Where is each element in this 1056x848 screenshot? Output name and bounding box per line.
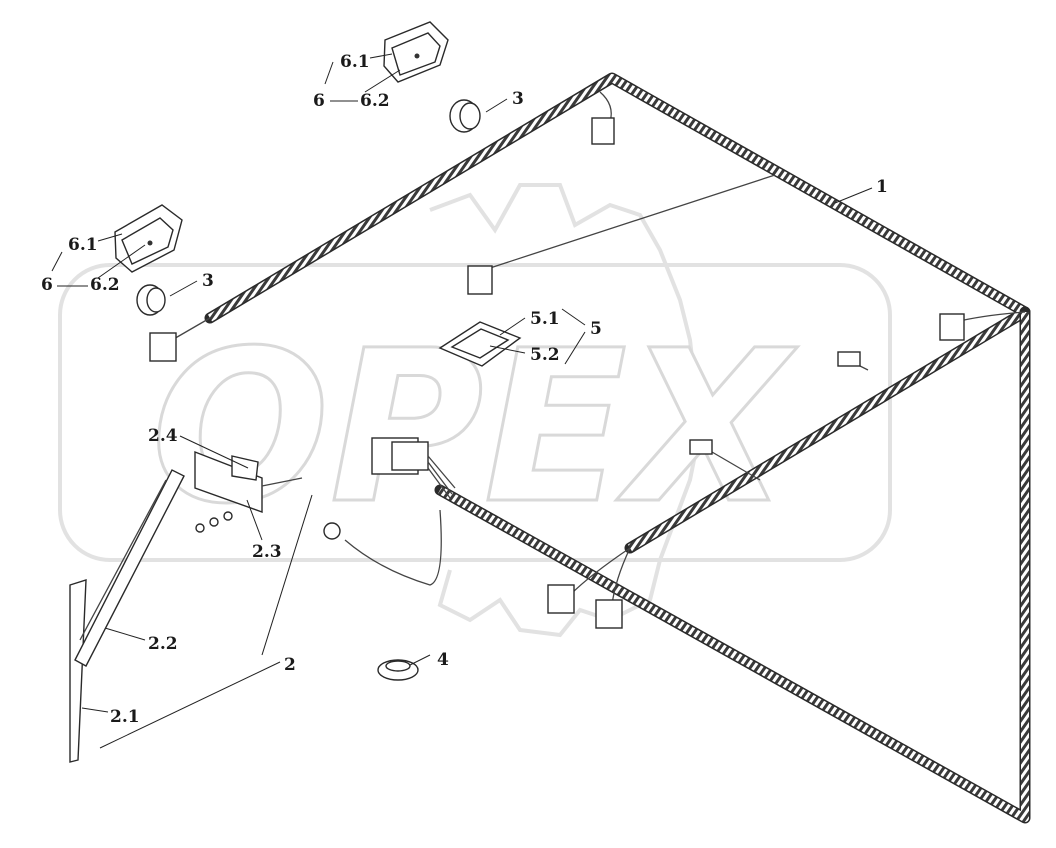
callout-6-top: 6 [313,91,325,111]
callout-6-2-top: 6.2 [360,91,390,111]
switch-5 [438,321,522,367]
callout-6-left: 6 [41,275,53,295]
callout-5-1: 5.1 [530,309,560,329]
connector-left [149,332,177,362]
watermark: OPEX [58,183,892,638]
grommet-3-top [449,99,481,133]
watermark-frame [58,263,892,562]
callout-6-2-left: 6.2 [90,275,120,295]
callout-1: 1 [876,177,888,197]
watermark-gear-icon [429,183,703,638]
connector-right [939,313,965,341]
terminal-right-2 [689,439,713,455]
leader-lines [51,53,873,749]
relay-connector-body [391,441,429,471]
callout-2-1: 2.1 [110,707,140,727]
callout-3-top: 3 [512,89,524,109]
connector-bottom-1 [547,584,575,614]
callout-4: 4 [437,650,449,670]
ground-ring-terminal [323,522,341,540]
callout-5-2: 5.2 [530,345,560,365]
callout-2-3: 2.3 [252,542,282,562]
connector-top [591,117,615,145]
callout-6-1-top: 6.1 [340,52,370,72]
connector-bottom-2 [595,599,623,629]
callout-5: 5 [590,319,602,339]
terminal-right-1 [837,351,861,367]
lamp-left [114,204,183,273]
wiper-arm [74,469,185,667]
grommet-3-left [136,284,166,316]
lamp-top [383,21,449,83]
callout-2: 2 [284,655,296,675]
callout-2-2: 2.2 [148,634,178,654]
grommet-4 [377,659,419,681]
callout-3-left: 3 [202,271,214,291]
callout-6-1-left: 6.1 [68,235,98,255]
callout-2-4: 2.4 [148,426,178,446]
harness-1 [149,72,1031,824]
wiper-blade [69,579,87,763]
wiper-assembly-2 [69,450,303,763]
connector-center [467,265,493,295]
callouts: 1 3 3 4 5 5.1 5.2 6.1 6.2 6 6.1 6.2 6 2.… [41,52,888,727]
